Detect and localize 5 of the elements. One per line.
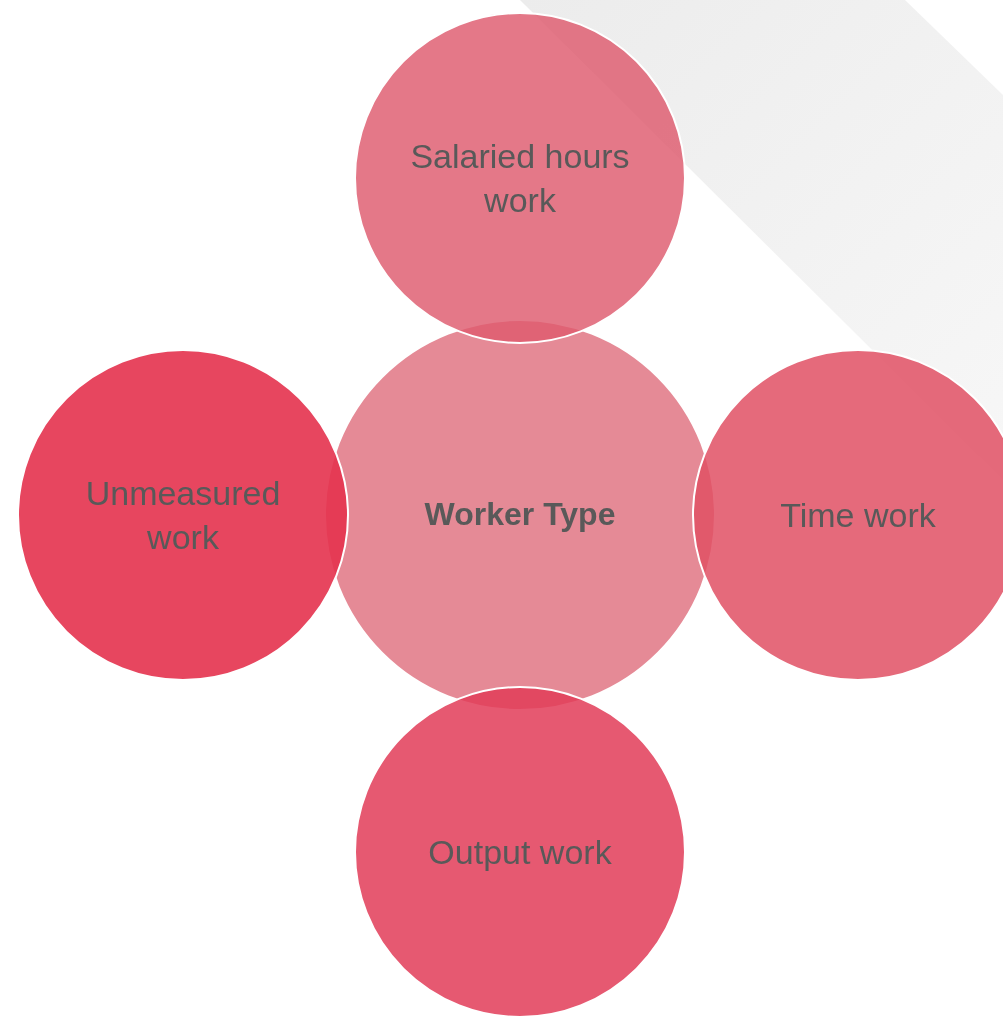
- circle-label: Time work: [779, 494, 937, 536]
- circle-label: Worker Type: [423, 495, 617, 535]
- circle-label: Unmeasured work: [84, 472, 282, 558]
- circle-label: Salaried hours work: [410, 135, 630, 221]
- circle-label: Output work: [427, 831, 613, 873]
